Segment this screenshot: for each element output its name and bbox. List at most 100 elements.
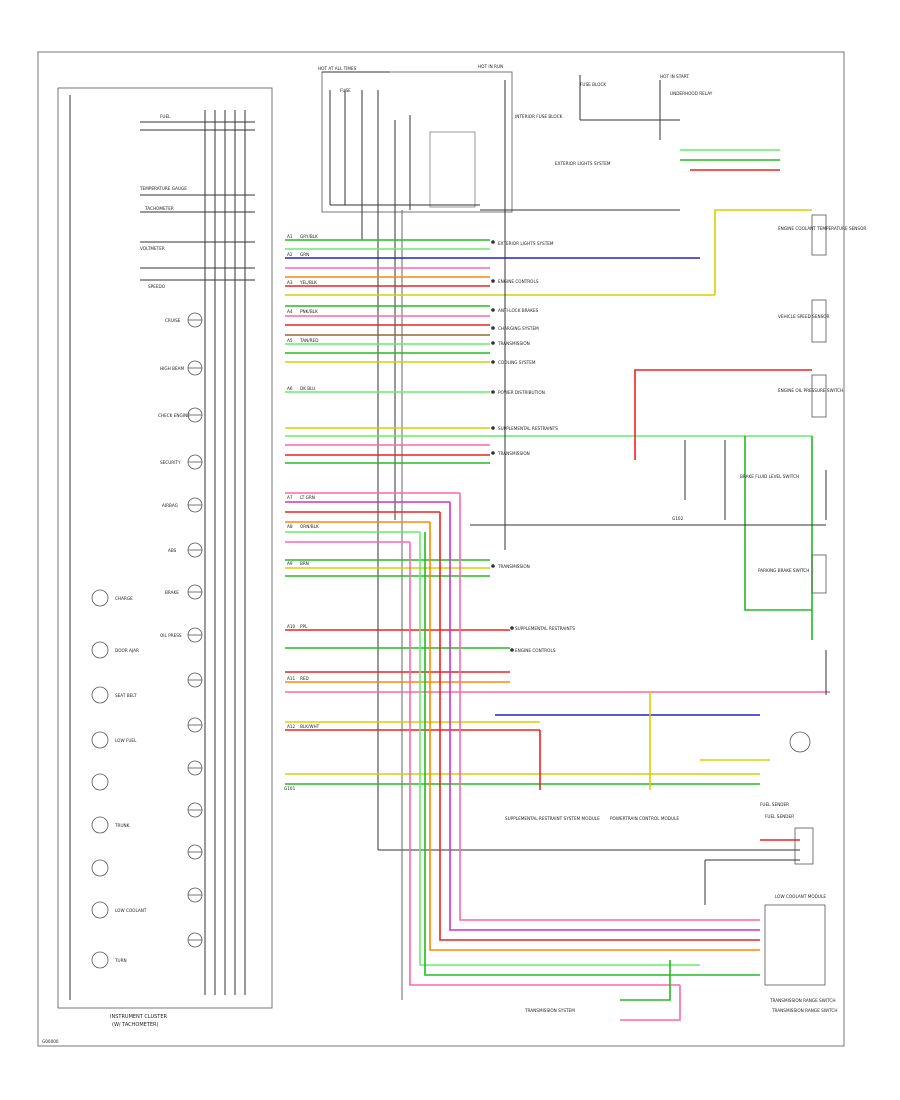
- svg-text:SEAT BELT: SEAT BELT: [115, 693, 137, 698]
- lamp-6: ABS: [168, 542, 203, 558]
- svg-text:EXTERIOR LIGHTS SYSTEM: EXTERIOR LIGHTS SYSTEM: [555, 161, 611, 166]
- svg-text:ANTI-LOCK BRAKES: ANTI-LOCK BRAKES: [498, 308, 539, 313]
- svg-text:TURN: TURN: [114, 958, 127, 963]
- colored-wires: [285, 149, 830, 1021]
- bottom-labels: G101 G102 SUPPLEMENTAL RESTRAINT SYSTEM …: [284, 516, 838, 1013]
- svg-text:G101: G101: [284, 786, 296, 791]
- svg-text:G102: G102: [672, 516, 684, 521]
- footer-code: G00000: [42, 1039, 59, 1044]
- svg-text:ORN/BLK: ORN/BLK: [300, 524, 319, 529]
- svg-text:ENGINE COOLANT TEMPERATURE SEN: ENGINE COOLANT TEMPERATURE SENSOR: [778, 226, 866, 231]
- svg-text:A3: A3: [287, 280, 293, 285]
- svg-text:LOW COOLANT MODULE: LOW COOLANT MODULE: [775, 894, 826, 899]
- diagram-frame: [37, 51, 845, 1047]
- lamp-3: CHECK ENGINE: [158, 407, 203, 423]
- lamp-5: AIRBAG: [162, 497, 203, 513]
- svg-text:PNK/BLK: PNK/BLK: [300, 309, 318, 314]
- svg-text:TRANSMISSION RANGE SWITCH: TRANSMISSION RANGE SWITCH: [769, 998, 836, 1003]
- lamp-12: [187, 802, 203, 818]
- fuel-gauge-label: FUEL: [160, 114, 171, 119]
- lamp-11: [187, 760, 203, 776]
- vertical-feeds: [329, 80, 800, 1000]
- outer-lamps: CHARGE DOOR AJAR SEAT BELT LOW FUEL TRUN…: [91, 589, 147, 969]
- svg-text:ENGINE CONTROLS: ENGINE CONTROLS: [498, 279, 539, 284]
- svg-text:RED: RED: [300, 676, 309, 681]
- svg-text:FUEL SENDER: FUEL SENDER: [765, 814, 794, 819]
- lamp-9: [187, 672, 203, 688]
- right-components: ENGINE COOLANT TEMPERATURE SENSOR VEHICL…: [740, 214, 866, 1003]
- svg-text:BRAKE: BRAKE: [165, 590, 179, 595]
- svg-text:POWERTRAIN CONTROL MODULE: POWERTRAIN CONTROL MODULE: [610, 816, 679, 821]
- svg-text:ENGINE CONTROLS: ENGINE CONTROLS: [515, 648, 556, 653]
- svg-text:HOT AT ALL TIMES: HOT AT ALL TIMES: [318, 66, 357, 71]
- instrument-cluster: FUEL TEMPERATURE GAUGE TACHOMETER VOLTME…: [57, 87, 273, 1009]
- svg-text:FUSE: FUSE: [340, 88, 351, 93]
- voltmeter-label: VOLTMETER: [140, 246, 165, 251]
- svg-text:YEL/BLK: YEL/BLK: [299, 280, 317, 285]
- svg-text:LOW COOLANT: LOW COOLANT: [115, 908, 147, 913]
- svg-text:A6: A6: [287, 386, 293, 391]
- lamp-14: [187, 887, 203, 903]
- lamp-1: CRUISE: [165, 312, 203, 328]
- lamp-10: [187, 717, 203, 733]
- svg-text:SECURITY: SECURITY: [160, 460, 181, 465]
- svg-text:EXTERIOR LIGHTS SYSTEM: EXTERIOR LIGHTS SYSTEM: [498, 241, 554, 246]
- svg-text:CHECK ENGINE: CHECK ENGINE: [158, 413, 190, 418]
- svg-text:CRUISE: CRUISE: [165, 318, 181, 323]
- svg-text:HOT IN START: HOT IN START: [660, 74, 689, 79]
- svg-text:PPL: PPL: [300, 624, 308, 629]
- svg-text:BLK/WHT: BLK/WHT: [300, 724, 320, 729]
- svg-text:CHARGING SYSTEM: CHARGING SYSTEM: [498, 326, 539, 331]
- indicator-lamps: CRUISE HIGH BEAM CHECK ENGINE SECURITY A…: [158, 312, 203, 948]
- fuse-block-top: HOT AT ALL TIMES HOT IN RUN HOT IN START…: [318, 64, 713, 213]
- svg-text:A5: A5: [287, 338, 293, 343]
- svg-text:OIL PRESS: OIL PRESS: [160, 633, 182, 638]
- lamp-7: BRAKE: [165, 584, 203, 600]
- svg-text:SUPPLEMENTAL RESTRAINTS: SUPPLEMENTAL RESTRAINTS: [498, 426, 558, 431]
- svg-text:SUPPLEMENTAL RESTRAINTS: SUPPLEMENTAL RESTRAINTS: [515, 626, 575, 631]
- speedo-label: SPEEDO: [148, 284, 166, 289]
- svg-text:A9: A9: [287, 561, 293, 566]
- svg-text:FUSE BLOCK: FUSE BLOCK: [580, 82, 606, 87]
- lamp-2: HIGH BEAM: [160, 360, 203, 376]
- svg-text:COOLING SYSTEM: COOLING SYSTEM: [498, 360, 536, 365]
- svg-text:HIGH BEAM: HIGH BEAM: [160, 366, 184, 371]
- svg-text:UNDERHOOD RELAY: UNDERHOOD RELAY: [670, 91, 713, 96]
- svg-text:TRANSMISSION SYSTEM: TRANSMISSION SYSTEM: [524, 1008, 575, 1013]
- svg-text:POWER DISTRIBUTION: POWER DISTRIBUTION: [498, 390, 545, 395]
- svg-text:CHARGE: CHARGE: [115, 596, 133, 601]
- tach-label: TACHOMETER: [144, 206, 174, 211]
- svg-text:PARKING BRAKE SWITCH: PARKING BRAKE SWITCH: [758, 568, 809, 573]
- temp-gauge-label: TEMPERATURE GAUGE: [139, 186, 187, 191]
- svg-text:A1: A1: [287, 234, 293, 239]
- svg-text:A12: A12: [287, 724, 296, 729]
- cluster-title: INSTRUMENT CLUSTER: [110, 1014, 168, 1020]
- svg-text:TRANSMISSION: TRANSMISSION: [497, 341, 530, 346]
- connector-pins: A1 GRY/BLK A2 GRN A3 YEL/BLK A4 PNK/BLK …: [287, 234, 320, 729]
- lamp-15: [187, 932, 203, 948]
- right-bus-lines: [470, 210, 826, 905]
- svg-text:LOW FUEL: LOW FUEL: [115, 738, 137, 743]
- svg-text:ENGINE OIL PRESSURE SWITCH: ENGINE OIL PRESSURE SWITCH: [778, 388, 843, 393]
- svg-text:ABS: ABS: [168, 548, 177, 553]
- svg-text:GRY/BLK: GRY/BLK: [300, 234, 318, 239]
- svg-text:INTERIOR FUSE BLOCK: INTERIOR FUSE BLOCK: [515, 114, 563, 119]
- svg-text:TRANSMISSION: TRANSMISSION: [497, 564, 530, 569]
- svg-text:VEHICLE SPEED SENSOR: VEHICLE SPEED SENSOR: [778, 314, 830, 319]
- svg-text:LT GRN: LT GRN: [300, 495, 315, 500]
- svg-text:A2: A2: [287, 252, 293, 257]
- lamp-8: OIL PRESS: [160, 627, 203, 643]
- svg-text:FUEL SENDER: FUEL SENDER: [760, 802, 789, 807]
- svg-text:BRAKE FLUID LEVEL SWITCH: BRAKE FLUID LEVEL SWITCH: [740, 474, 799, 479]
- svg-text:A7: A7: [287, 495, 293, 500]
- svg-text:A11: A11: [287, 676, 296, 681]
- cluster-subtitle: (W/ TACHOMETER): [112, 1022, 159, 1028]
- svg-text:A8: A8: [287, 524, 293, 529]
- svg-text:A4: A4: [287, 309, 293, 314]
- svg-text:SUPPLEMENTAL RESTRAINT SYSTEM: SUPPLEMENTAL RESTRAINT SYSTEM MODULE: [505, 816, 600, 821]
- svg-text:GRN: GRN: [300, 252, 309, 257]
- system-notes: EXTERIOR LIGHTS SYSTEM ENGINE CONTROLS A…: [491, 161, 611, 653]
- lamp-4: SECURITY: [160, 454, 203, 470]
- svg-text:BRN: BRN: [300, 561, 309, 566]
